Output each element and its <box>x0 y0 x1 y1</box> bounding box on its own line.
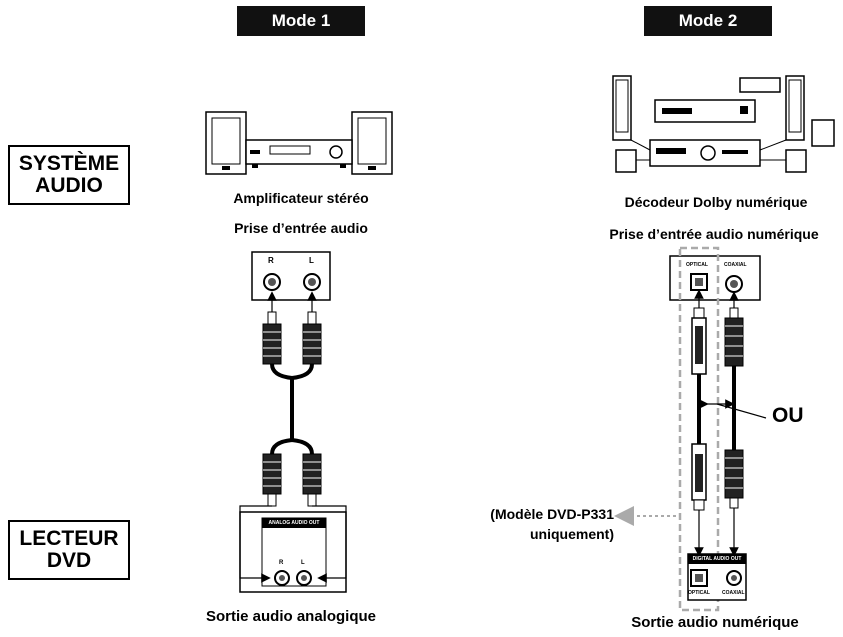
rca-plug-bottom-l <box>302 453 322 507</box>
audio-input-label: Prise d’entrée audio <box>234 220 368 236</box>
digital-out-panel-title: DIGITAL AUDIO OUT <box>692 556 742 562</box>
optical-output-label: OPTICAL <box>688 590 710 596</box>
analog-output-label: Sortie audio analogique <box>205 608 377 625</box>
rca-plug-top-l <box>302 311 322 365</box>
output-jack-r-label: R <box>279 560 284 566</box>
optical-cable <box>691 307 707 511</box>
dvd-player-label-line2: DVD <box>46 549 92 572</box>
coaxial-output-label: COAXIAL <box>722 590 745 596</box>
stereo-amplifier-label: Amplificateur stéréo <box>233 190 369 206</box>
input-jack-l-label: L <box>309 256 314 265</box>
digital-input-label: Prise d’entrée audio numérique <box>609 226 819 242</box>
dolby-decoder-label: Décodeur Dolby numérique <box>624 194 808 210</box>
rca-plug-bottom-r <box>262 453 282 507</box>
dvd-player-label-line1: LECTEUR <box>19 527 119 550</box>
audio-system-label-line1: SYSTÈME <box>18 152 120 175</box>
model-note: (Modèle DVD-P331 uniquement) <box>464 504 614 544</box>
mode-2-header: Mode 2 <box>644 6 772 36</box>
dolby-decoder-icon <box>612 75 835 173</box>
coaxial-input-label: COAXIAL <box>724 262 747 268</box>
optical-model-box <box>678 246 720 612</box>
digital-input-panel <box>669 255 761 301</box>
analog-cable-top <box>270 363 314 381</box>
coaxial-cable <box>724 307 744 509</box>
optical-input-label: OPTICAL <box>686 262 708 268</box>
dvd-player-label: LECTEUR DVD <box>8 520 130 580</box>
analog-out-panel-title: ANALOG AUDIO OUT <box>268 520 320 526</box>
mode-1-header: Mode 1 <box>237 6 365 36</box>
input-jack-r-label: R <box>268 256 274 265</box>
audio-system-label: SYSTÈME AUDIO <box>8 145 130 205</box>
audio-input-panel <box>251 251 331 301</box>
model-note-line2: uniquement) <box>530 526 614 542</box>
or-label: OU <box>772 404 804 427</box>
output-jack-l-label: L <box>301 560 305 566</box>
digital-output-label: Sortie audio numérique <box>631 614 799 631</box>
audio-system-label-line2: AUDIO <box>35 174 103 197</box>
stereo-amplifier-icon <box>205 111 393 175</box>
model-note-line1: (Modèle DVD-P331 <box>490 506 614 522</box>
rca-plug-top-r <box>262 311 282 365</box>
